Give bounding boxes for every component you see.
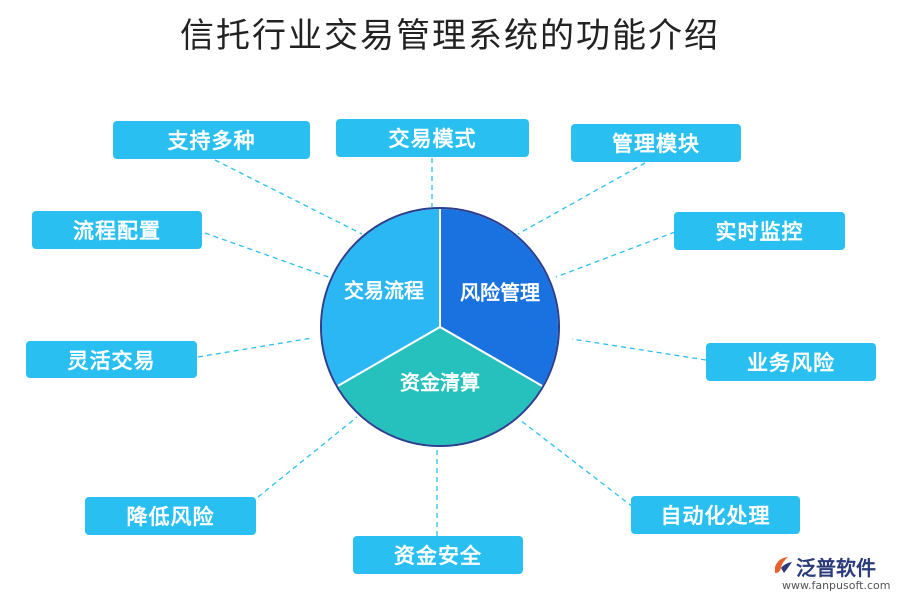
- tag-fund-safety: 资金安全: [353, 536, 523, 574]
- logo-url: www.fanpusoft.com: [782, 579, 891, 592]
- tag-flexible-trading: 灵活交易: [26, 341, 197, 378]
- tag-management-module: 管理模块: [571, 124, 741, 162]
- connector-line: [571, 338, 707, 361]
- connector-line: [204, 232, 335, 280]
- connector-line: [517, 162, 646, 235]
- brand-logo: 泛普软件 www.fanpusoft.com: [772, 552, 894, 598]
- logo-icon: [775, 557, 792, 573]
- tag-trading-mode: 交易模式: [336, 119, 529, 157]
- logo-name: 泛普软件: [796, 556, 876, 580]
- tag-support: 支持多种: [113, 121, 310, 159]
- wheel-outline: [320, 207, 560, 447]
- connector-line: [214, 159, 363, 235]
- wheel-segment-label: 风险管理: [460, 281, 540, 305]
- tag-lower-risk: 降低风险: [85, 497, 256, 535]
- connector-line: [555, 231, 676, 278]
- tag-auto-processing: 自动化处理: [631, 496, 800, 534]
- wheel-segment-label: 资金清算: [400, 371, 480, 395]
- connector-line: [197, 337, 313, 358]
- wheel-segment-label: 交易流程: [344, 279, 424, 303]
- tag-business-risk: 业务风险: [706, 343, 876, 381]
- tag-process-config: 流程配置: [32, 211, 202, 249]
- page-title: 信托行业交易管理系统的功能介绍: [180, 16, 720, 56]
- tag-realtime-monitor: 实时监控: [674, 212, 845, 250]
- connector-line: [519, 419, 634, 508]
- connector-line: [257, 416, 358, 498]
